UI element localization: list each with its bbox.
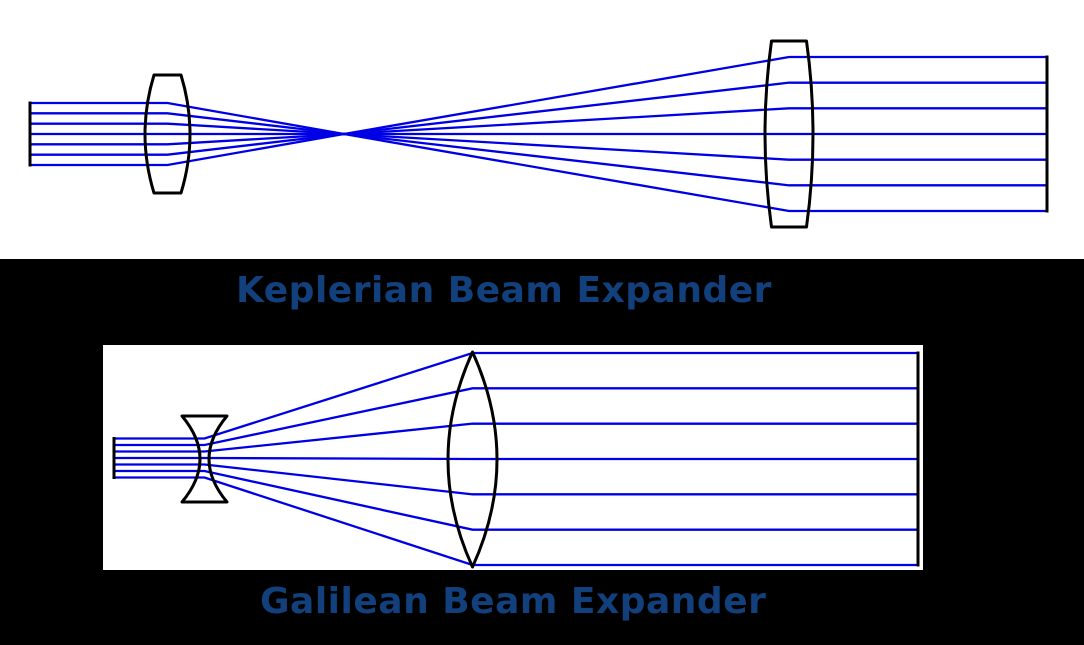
keplerian-title: Keplerian Beam Expander [236, 270, 772, 311]
galilean-title: Galilean Beam Expander [260, 581, 767, 622]
keplerian-diagram-panel [0, 0, 1084, 259]
galilean-diagram-panel [103, 345, 923, 570]
